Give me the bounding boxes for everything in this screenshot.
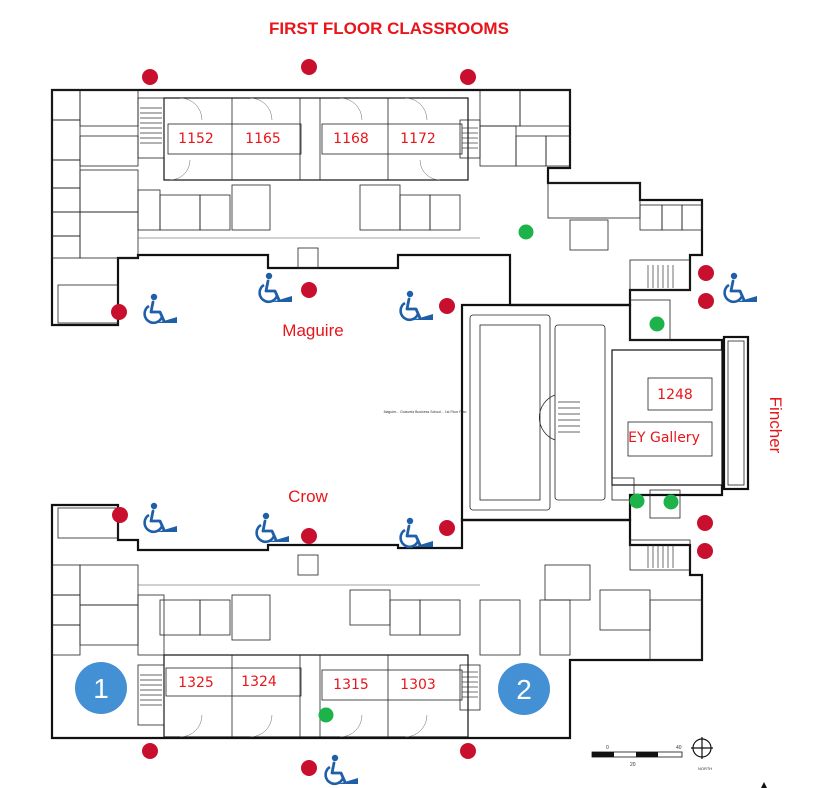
room-1324[interactable]: 1324: [241, 674, 277, 690]
marker-label: 2: [516, 674, 532, 705]
entrance-dot[interactable]: [697, 543, 713, 559]
entrance-dot[interactable]: [698, 265, 714, 281]
wheelchair-icon: [258, 271, 294, 304]
wheelchair-icon: [723, 271, 759, 304]
scale-label: 0: [606, 745, 609, 751]
wheelchair-icon: [143, 292, 179, 325]
street-label-crow: Crow: [288, 487, 328, 506]
wheelchair-icon: [255, 511, 291, 544]
scale-label: 20: [630, 762, 636, 768]
entrance-markers: [111, 59, 714, 776]
numbered-markers: 1 2: [75, 662, 550, 715]
entrance-dot[interactable]: [301, 282, 317, 298]
room-1303[interactable]: 1303: [400, 677, 436, 693]
room-1152[interactable]: 1152: [178, 131, 214, 147]
marker-label: 1: [93, 673, 109, 704]
wheelchair-icon: [324, 753, 360, 786]
elevator-markers: [318, 224, 679, 723]
room-1172[interactable]: 1172: [400, 131, 436, 147]
wheelchair-icon: [399, 516, 435, 549]
marker-circle[interactable]: [75, 662, 127, 714]
elevator-dot[interactable]: [663, 494, 679, 510]
street-label-maguire: Maguire: [282, 321, 343, 340]
entrance-dot[interactable]: [697, 515, 713, 531]
central-hall: Maguire... Goizueta Business School... 1…: [384, 299, 750, 522]
room-1165[interactable]: 1165: [245, 131, 281, 147]
entrance-dot[interactable]: [301, 59, 317, 75]
wheelchair-icon: [399, 289, 435, 322]
entrance-dot[interactable]: [460, 743, 476, 759]
room-1315[interactable]: 1315: [333, 677, 369, 693]
scale-bar: 0 40 20: [591, 745, 683, 768]
entrance-dot[interactable]: [111, 304, 127, 320]
entrance-dot[interactable]: [142, 69, 158, 85]
south-wing: [50, 503, 704, 740]
entrance-dot[interactable]: [301, 528, 317, 544]
entrance-dot[interactable]: [460, 69, 476, 85]
map-title: FIRST FLOOR CLASSROOMS: [269, 19, 509, 38]
north-label: NORTH: [698, 766, 712, 771]
room-1248[interactable]: 1248: [657, 387, 693, 403]
entrance-dot[interactable]: [112, 507, 128, 523]
entrance-dot[interactable]: [439, 298, 455, 314]
street-label-fincher: Fincher: [766, 397, 785, 454]
arrow-icon: [761, 782, 767, 788]
room-1325[interactable]: 1325: [178, 675, 214, 691]
room-ey-gallery[interactable]: EY Gallery: [628, 430, 700, 446]
elevator-dot[interactable]: [318, 707, 334, 723]
scale-label: 40: [676, 745, 682, 751]
north-arrow: NORTH: [691, 737, 713, 771]
elevator-dot[interactable]: [518, 224, 534, 240]
entrance-dot[interactable]: [439, 520, 455, 536]
elevator-dot[interactable]: [649, 316, 665, 332]
entrance-dot[interactable]: [142, 743, 158, 759]
entrance-dot[interactable]: [698, 293, 714, 309]
entrance-dot[interactable]: [301, 760, 317, 776]
elevator-dot[interactable]: [629, 493, 645, 509]
wheelchair-icon: [143, 501, 179, 534]
room-labels: 1152 1165 1168 1172 1248 EY Gallery 1325…: [178, 131, 700, 693]
map-caption: Maguire... Goizueta Business School... 1…: [384, 410, 467, 414]
marker-circle[interactable]: [498, 663, 550, 715]
room-1168[interactable]: 1168: [333, 131, 369, 147]
north-wing: [50, 88, 704, 327]
